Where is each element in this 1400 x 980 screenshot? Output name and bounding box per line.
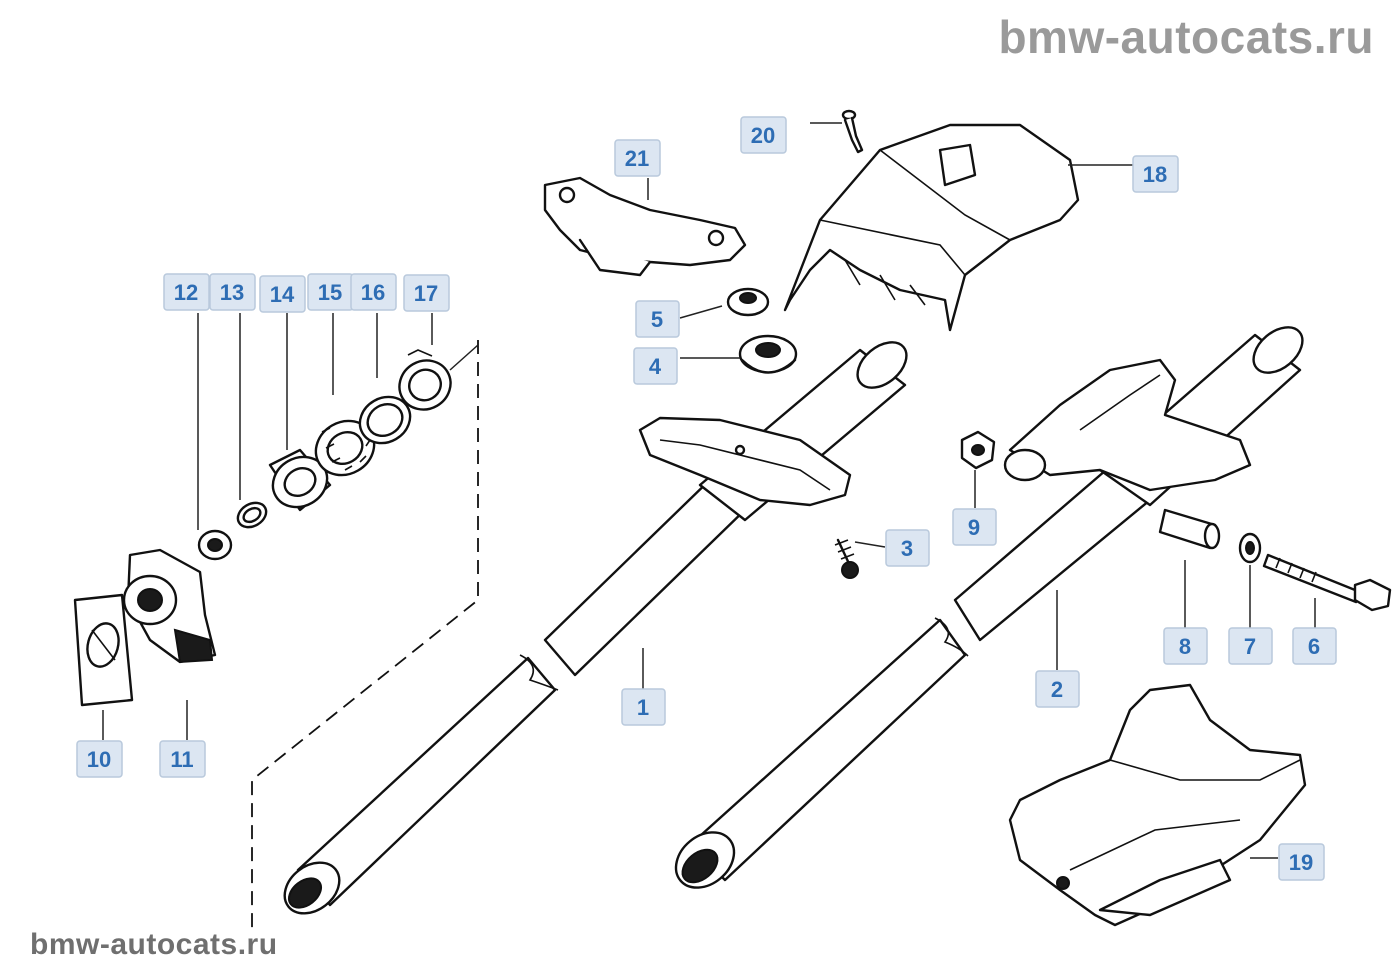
svg-text:16: 16 bbox=[361, 280, 385, 305]
callout-7[interactable]: 7 bbox=[1228, 627, 1273, 665]
callout-2[interactable]: 2 bbox=[1035, 670, 1080, 708]
leader-lines bbox=[102, 122, 1316, 859]
watermark-top: bmw-autocats.ru bbox=[998, 11, 1374, 63]
upper-cover-part-18 bbox=[783, 123, 1080, 332]
svg-text:7: 7 bbox=[1244, 634, 1256, 659]
callout-20[interactable]: 20 bbox=[740, 116, 787, 154]
nut-part-12 bbox=[197, 529, 233, 561]
washer-part-7 bbox=[1238, 532, 1262, 564]
bolt-part-6 bbox=[1262, 553, 1392, 612]
svg-text:9: 9 bbox=[968, 515, 980, 540]
callout-6[interactable]: 6 bbox=[1292, 627, 1337, 665]
ring-part-16 bbox=[358, 395, 412, 445]
svg-text:19: 19 bbox=[1289, 850, 1313, 875]
bracket-plate-part-21 bbox=[543, 176, 747, 277]
callout-18[interactable]: 18 bbox=[1132, 155, 1179, 193]
bearing-housing-part-11 bbox=[122, 548, 217, 664]
callout-9[interactable]: 9 bbox=[952, 508, 997, 546]
nut-part-9 bbox=[960, 430, 996, 470]
svg-text:4: 4 bbox=[649, 354, 662, 379]
callout-11[interactable]: 11 bbox=[159, 740, 206, 778]
svg-text:5: 5 bbox=[651, 307, 663, 332]
svg-text:20: 20 bbox=[751, 123, 775, 148]
svg-text:17: 17 bbox=[414, 281, 438, 306]
svg-text:11: 11 bbox=[170, 747, 193, 772]
lower-cover-part-19 bbox=[1008, 683, 1307, 927]
svg-text:18: 18 bbox=[1143, 162, 1167, 187]
grommet-part-5 bbox=[726, 287, 770, 317]
callout-5[interactable]: 5 bbox=[635, 300, 680, 338]
callout-12[interactable]: 12 bbox=[163, 273, 210, 311]
screw-part-20 bbox=[841, 109, 864, 154]
callout-1[interactable]: 1 bbox=[621, 688, 666, 726]
svg-text:12: 12 bbox=[174, 280, 198, 305]
screw-part-3 bbox=[834, 538, 859, 579]
callout-15[interactable]: 15 bbox=[307, 273, 354, 311]
svg-text:21: 21 bbox=[625, 146, 649, 171]
svg-text:1: 1 bbox=[637, 695, 649, 720]
svg-text:15: 15 bbox=[318, 280, 342, 305]
callout-13[interactable]: 13 bbox=[209, 273, 256, 311]
bearing-ring-part-14 bbox=[268, 448, 332, 512]
plate-part-10 bbox=[73, 593, 134, 707]
svg-text:3: 3 bbox=[901, 536, 913, 561]
callout-10[interactable]: 10 bbox=[76, 740, 123, 778]
callout-17[interactable]: 17 bbox=[403, 274, 450, 312]
guide-line-dashed bbox=[251, 340, 479, 930]
callout-4[interactable]: 4 bbox=[633, 347, 678, 385]
steering-column-part-2 bbox=[674, 326, 1304, 889]
steering-column-part-1 bbox=[283, 341, 908, 915]
callout-14[interactable]: 14 bbox=[259, 275, 306, 313]
callout-19[interactable]: 19 bbox=[1278, 843, 1325, 881]
bushing-part-17 bbox=[398, 349, 452, 411]
ball-cage-part-15 bbox=[314, 419, 376, 477]
axis-line-bearing bbox=[449, 344, 479, 371]
svg-text:14: 14 bbox=[270, 282, 295, 307]
callout-3[interactable]: 3 bbox=[885, 529, 930, 567]
svg-text:2: 2 bbox=[1051, 677, 1063, 702]
callout-16[interactable]: 16 bbox=[350, 273, 397, 311]
callout-21[interactable]: 21 bbox=[614, 139, 661, 177]
callout-8[interactable]: 8 bbox=[1163, 627, 1208, 665]
watermark-bottom: bmw-autocats.ru bbox=[30, 928, 278, 961]
grommet-part-4 bbox=[738, 334, 798, 374]
ring-part-13 bbox=[236, 501, 268, 529]
svg-text:13: 13 bbox=[220, 280, 244, 305]
sleeve-part-8 bbox=[1158, 508, 1221, 550]
svg-text:10: 10 bbox=[87, 747, 111, 772]
svg-text:6: 6 bbox=[1308, 634, 1320, 659]
svg-text:8: 8 bbox=[1179, 634, 1191, 659]
